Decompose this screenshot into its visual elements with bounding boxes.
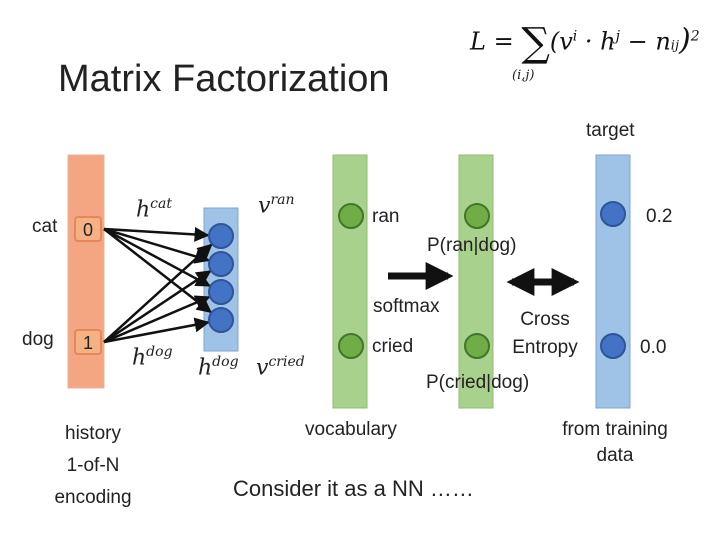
edge-cat-to-hidden-3 xyxy=(103,227,211,287)
vocab-word-ran: ran xyxy=(372,206,400,227)
label-v-ran: vran xyxy=(258,192,295,219)
input-value-cat: 0 xyxy=(83,220,93,240)
loss-formula: L = ∑(vi · hj − nij)2 xyxy=(470,20,700,66)
connection-arrows xyxy=(103,226,213,344)
input-value-box-cat xyxy=(74,216,102,242)
target-node-cried xyxy=(600,333,626,359)
sum-subscript: (i,j) xyxy=(512,68,535,83)
softmax-node-cried xyxy=(464,333,490,359)
vocab-node-cried xyxy=(338,333,364,359)
vocab-word-cried: cried xyxy=(372,336,414,357)
target-value-ran: 0.2 xyxy=(646,206,673,227)
prob-cried-label: P(cried|dog) xyxy=(426,372,530,393)
label-h-dog-left: hdog xyxy=(132,344,173,371)
training-data-caption: from training data xyxy=(562,419,668,466)
target-label: target xyxy=(586,120,635,141)
input-word-dog: dog xyxy=(22,329,54,350)
input-word-cat: cat xyxy=(32,216,58,237)
edge-cat-to-hidden-4 xyxy=(103,228,212,314)
label-v-cried: vcried xyxy=(256,354,305,381)
input-caption: history 1-of-N encoding xyxy=(54,423,132,508)
edge-dog-to-hidden-3 xyxy=(103,295,211,344)
edge-dog-to-hidden-4 xyxy=(103,317,210,344)
edge-dog-to-hidden-1 xyxy=(103,243,213,343)
hidden-nodes xyxy=(208,223,234,333)
edge-dog-to-hidden-2 xyxy=(103,270,212,344)
sum-symbol: ∑ xyxy=(521,20,550,66)
input-value-dog: 1 xyxy=(83,333,93,353)
hidden-node-4 xyxy=(208,307,234,333)
vocabulary-bar xyxy=(332,154,368,409)
softmax-label: softmax xyxy=(373,296,440,317)
page-title: Matrix Factorization xyxy=(58,58,390,100)
edge-cat-to-hidden-2 xyxy=(103,227,210,264)
prob-ran-label: P(ran|dog) xyxy=(427,235,517,256)
target-bar xyxy=(595,154,631,409)
target-node-ran xyxy=(600,201,626,227)
vocab-node-ran xyxy=(338,203,364,229)
input-value-box-dog xyxy=(74,329,102,355)
footer-note: Consider it as a NN …… xyxy=(233,476,474,501)
label-h-cat: hcat xyxy=(136,196,172,223)
hidden-node-3 xyxy=(208,279,234,305)
hidden-node-2 xyxy=(208,251,234,277)
label-h-dog-bottom: hdog xyxy=(198,354,239,381)
hidden-node-1 xyxy=(208,223,234,249)
target-value-cried: 0.0 xyxy=(640,337,667,358)
cross-entropy-label: Cross Entropy xyxy=(512,309,578,358)
vocabulary-caption: vocabulary xyxy=(305,419,397,440)
edge-cat-to-hidden-1 xyxy=(103,226,210,242)
softmax-bar xyxy=(458,154,494,409)
softmax-node-ran xyxy=(464,203,490,229)
